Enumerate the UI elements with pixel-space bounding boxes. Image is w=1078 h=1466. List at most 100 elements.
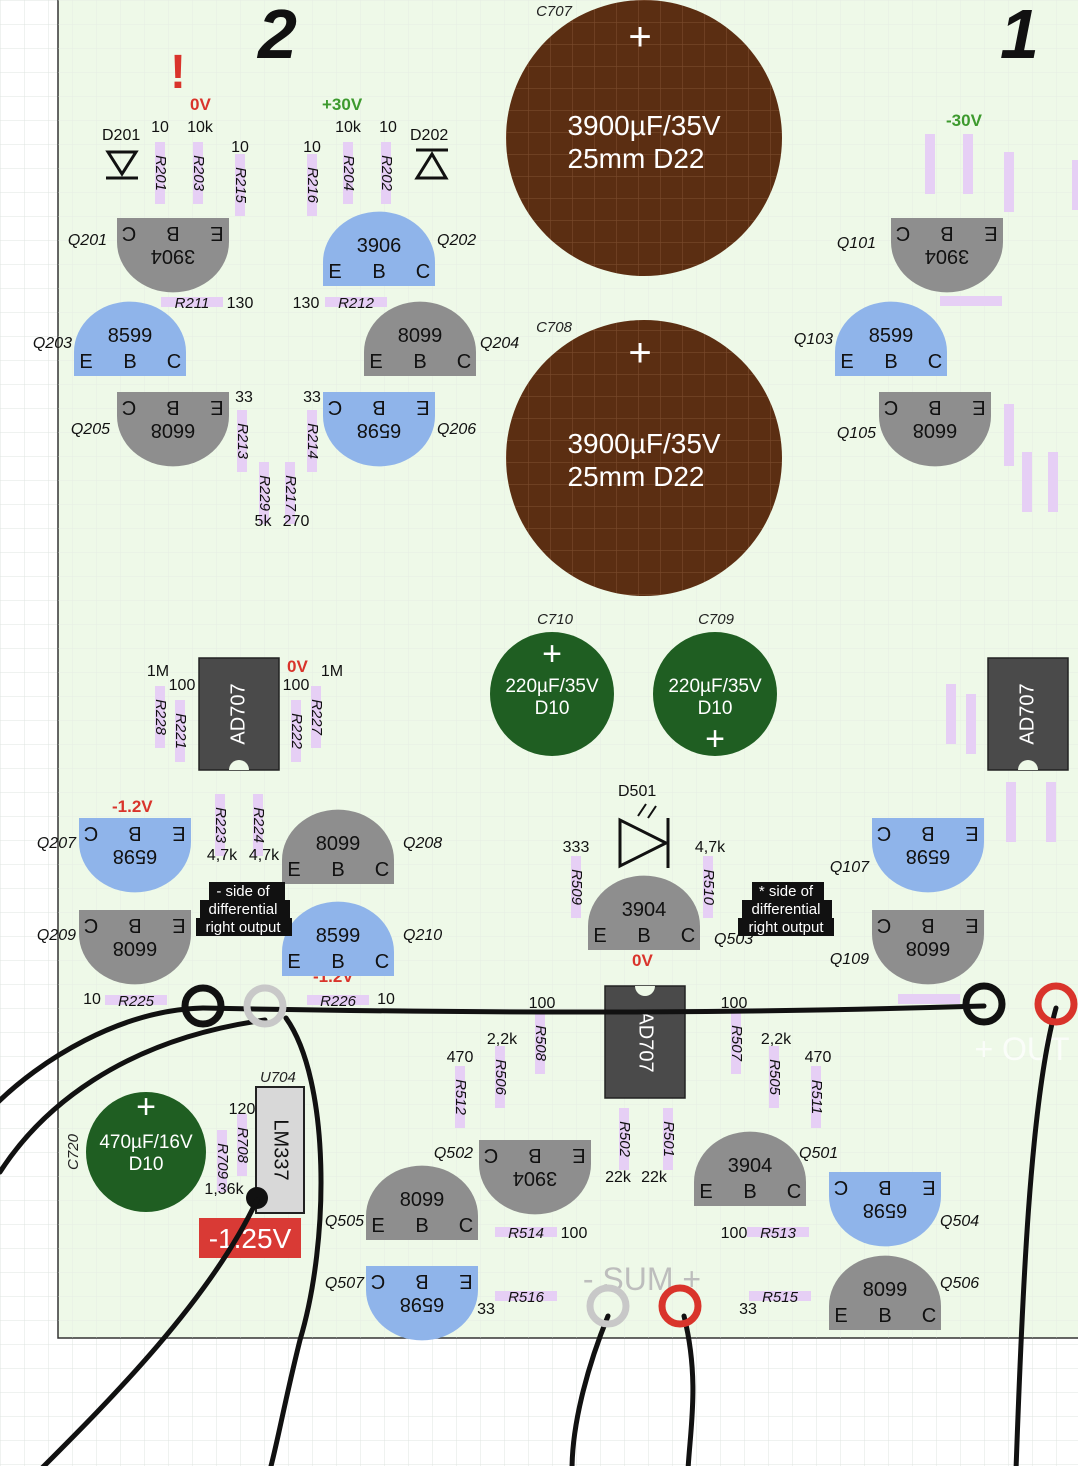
r217-value: 270 <box>283 513 310 530</box>
q103-pin-c: C <box>928 351 942 373</box>
q210-pin-c: C <box>375 951 389 973</box>
q101-pin-b: B <box>940 222 953 244</box>
wire-sum-plus <box>681 1313 696 1466</box>
r510-label: R510 <box>700 869 717 906</box>
q208-pin-b: B <box>331 859 344 881</box>
q203-part: 8599 <box>108 325 153 347</box>
r221-value: 100 <box>169 677 196 694</box>
r203-label: R203 <box>190 155 207 192</box>
q109-label: Q109 <box>830 951 869 968</box>
q207-pin-b: B <box>128 822 141 844</box>
r516-label: R516 <box>508 1289 545 1306</box>
q504-pin-e: E <box>922 1176 935 1198</box>
r227-value: 1M <box>321 663 343 680</box>
q505-label: Q505 <box>325 1213 364 1230</box>
c707-value: 3900µF/35V <box>567 110 720 141</box>
c708-value: 3900µF/35V <box>567 428 720 459</box>
r515-label: R515 <box>762 1289 799 1306</box>
r211-value: 130 <box>227 295 254 312</box>
r708-label: R708 <box>234 1127 251 1164</box>
r229-value: 5k <box>255 513 273 530</box>
voltage-minus1-2-a: -1.2V <box>112 797 153 816</box>
r516-value: 33 <box>477 1301 495 1318</box>
opamp-left: AD707 <box>198 657 280 771</box>
q208-part: 8099 <box>316 833 361 855</box>
r221-label: R221 <box>172 713 189 749</box>
c708-label: C708 <box>536 319 573 336</box>
r213-label: R213 <box>234 423 251 460</box>
q501-label: Q501 <box>799 1145 838 1162</box>
r202-value: 10 <box>379 119 397 136</box>
note-right-line3: right output <box>748 919 824 936</box>
resistor-group: R20110R20310kR21510R21610R20410kR20210R2… <box>83 119 831 1318</box>
q502-pin-b: B <box>528 1144 541 1166</box>
q204-part: 8099 <box>398 325 443 347</box>
opamp-center-label: AD707 <box>635 1011 657 1072</box>
r709-value: 1,36k <box>204 1181 244 1198</box>
out-terminal-label: + OUT <box>974 1031 1069 1067</box>
r508-value: 100 <box>529 995 556 1012</box>
r201-label: R201 <box>152 155 169 191</box>
r212-value: 130 <box>293 295 320 312</box>
r501-label: R501 <box>660 1121 677 1157</box>
q203-pin-b: B <box>123 351 136 373</box>
regulator-lm337: LM337 U704 <box>246 1069 305 1214</box>
q105-pin-e: E <box>972 396 985 418</box>
r227-label: R227 <box>308 699 325 736</box>
note-left-line2: differential <box>209 901 278 918</box>
q201-pin-c: C <box>122 222 136 244</box>
q107-part: 6598 <box>906 845 951 867</box>
c720-size: D10 <box>129 1154 164 1175</box>
q203-label: Q203 <box>33 335 72 352</box>
r511-value: 470 <box>805 1049 832 1066</box>
q210-label: Q210 <box>403 927 442 944</box>
q507-pin-b: B <box>415 1270 428 1292</box>
q208-label: Q208 <box>403 835 442 852</box>
q206-pin-c: C <box>328 396 342 418</box>
d202-label: D202 <box>410 127 448 144</box>
q203-pin-e: E <box>79 351 92 373</box>
c710-size: D10 <box>535 698 570 719</box>
note-left-line1: - side of <box>216 883 270 900</box>
q101-part: 3904 <box>925 245 970 267</box>
offboard-resistor-stubs <box>898 134 1078 1004</box>
wire-left-2 <box>0 1017 268 1175</box>
resistor-r221: R221 100 <box>169 677 196 762</box>
q204-pin-c: C <box>457 351 471 373</box>
capacitor-c720: + 470µF/16V D10 C720 <box>65 1088 206 1212</box>
q107-pin-b: B <box>921 822 934 844</box>
q202-pin-e: E <box>328 261 341 283</box>
diode-d201: D201 <box>102 127 140 180</box>
q101-label: Q101 <box>837 235 876 252</box>
r226-value: 10 <box>377 991 395 1008</box>
c709-plus: + <box>705 720 725 758</box>
c707-label: C707 <box>536 3 573 20</box>
terminal-gray-left <box>243 984 287 1028</box>
diode-d202: D202 <box>410 127 449 180</box>
r506-value: 2,2k <box>487 1031 518 1048</box>
opamp-right: AD707 <box>987 657 1069 771</box>
q207-part: 6598 <box>113 845 158 867</box>
q501-pin-b: B <box>743 1181 756 1203</box>
